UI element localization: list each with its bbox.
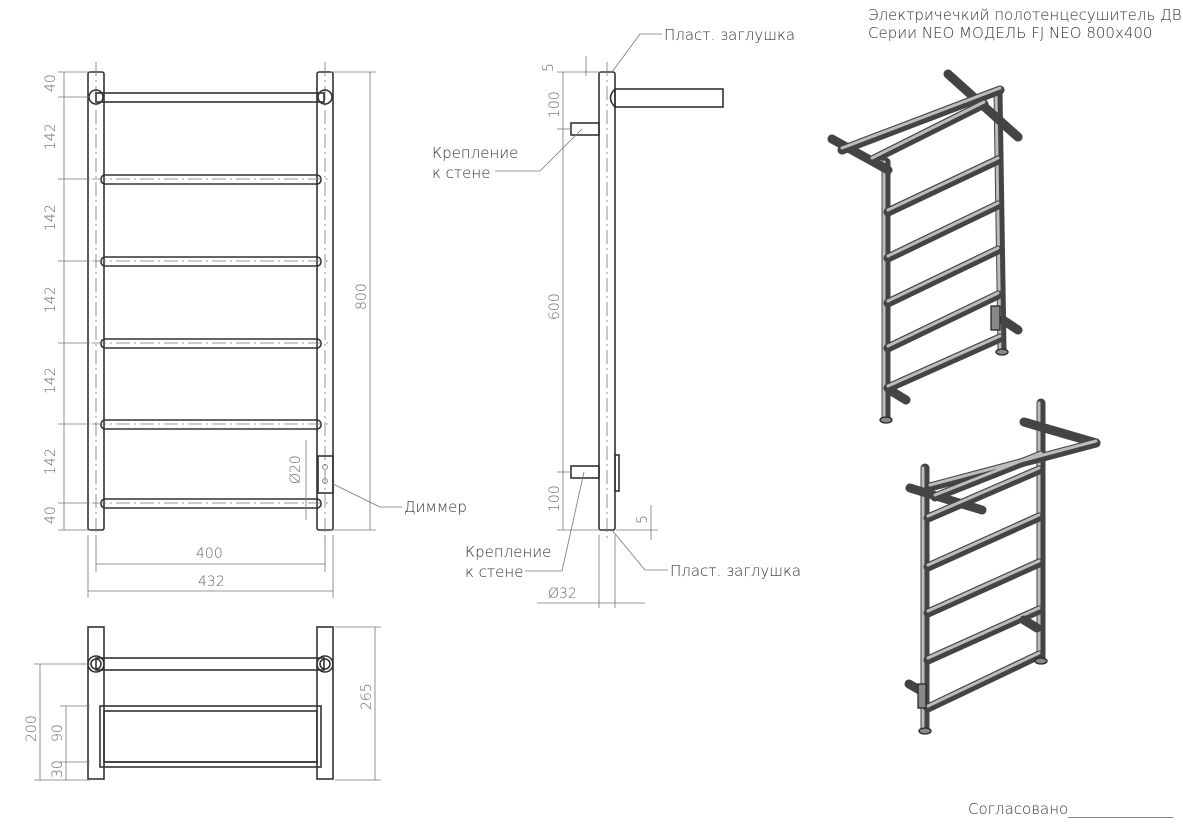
dim-front-40-top: 40 — [43, 74, 59, 92]
mount-label-bottom-1: Крепление — [465, 543, 551, 561]
dim-top-265: 265 — [359, 683, 375, 710]
dim-side-d32: Ø32 — [548, 586, 577, 602]
mount-label-top-1: Крепление — [432, 144, 518, 162]
dim-side-100-top: 100 — [547, 91, 563, 118]
top-view-left-leg — [87, 626, 105, 780]
rungs — [92, 174, 330, 509]
top-view: 200 90 30 265 — [24, 626, 381, 781]
dim-front-142-3: 142 — [43, 286, 59, 313]
dimmer-label: Диммер — [404, 498, 467, 516]
title-line-2: Серии NEO МОДЕЛЬ FJ NEO 800х400 — [868, 24, 1152, 42]
title-line-1: Электричечкий полотенцесушитель ДВИН — [868, 6, 1183, 24]
dim-side-5-top: 5 — [541, 63, 557, 72]
dimmer-box — [317, 455, 334, 494]
dim-side-100-bottom: 100 — [547, 485, 563, 512]
cap-bottom-label: Пласт. заглушка — [670, 562, 801, 580]
dim-front-142-4: 142 — [43, 367, 59, 394]
mount-label-top-2: к стене — [432, 164, 490, 182]
dim-top-30: 30 — [50, 760, 66, 778]
dim-front-142-5: 142 — [43, 448, 59, 475]
isometric-view-1 — [827, 69, 1023, 424]
side-view: Пласт. заглушка Крепление к стене Крепле… — [432, 26, 801, 608]
dim-front-400: 400 — [196, 546, 223, 562]
dim-front-142-2: 142 — [43, 204, 59, 231]
dim-front-142-1: 142 — [43, 123, 59, 150]
dim-front-40-bottom: 40 — [43, 506, 59, 524]
dim-side-5-bottom: 5 — [635, 515, 651, 524]
top-view-right-leg — [316, 626, 334, 780]
dim-top-90: 90 — [50, 724, 66, 742]
dim-front-432: 432 — [198, 574, 225, 590]
wall-mount-bottom — [570, 465, 600, 479]
dim-side-600: 600 — [547, 293, 563, 320]
front-view: Диммер 40 142 142 142 142 142 40 800 Ø20… — [43, 62, 467, 598]
top-right-connector — [317, 89, 333, 105]
wall-mount-top — [570, 122, 600, 136]
approval-line: Согласовано______________ — [968, 800, 1174, 818]
isometric-view-2 — [904, 398, 1101, 735]
cap-top-label: Пласт. заглушка — [664, 26, 795, 44]
dim-top-200: 200 — [24, 715, 40, 742]
dim-front-d20: Ø20 — [288, 455, 304, 484]
mount-label-bottom-2: к стене — [465, 563, 523, 581]
top-rail — [95, 92, 325, 103]
side-top-shelf — [614, 88, 724, 108]
dim-front-800: 800 — [354, 283, 370, 310]
